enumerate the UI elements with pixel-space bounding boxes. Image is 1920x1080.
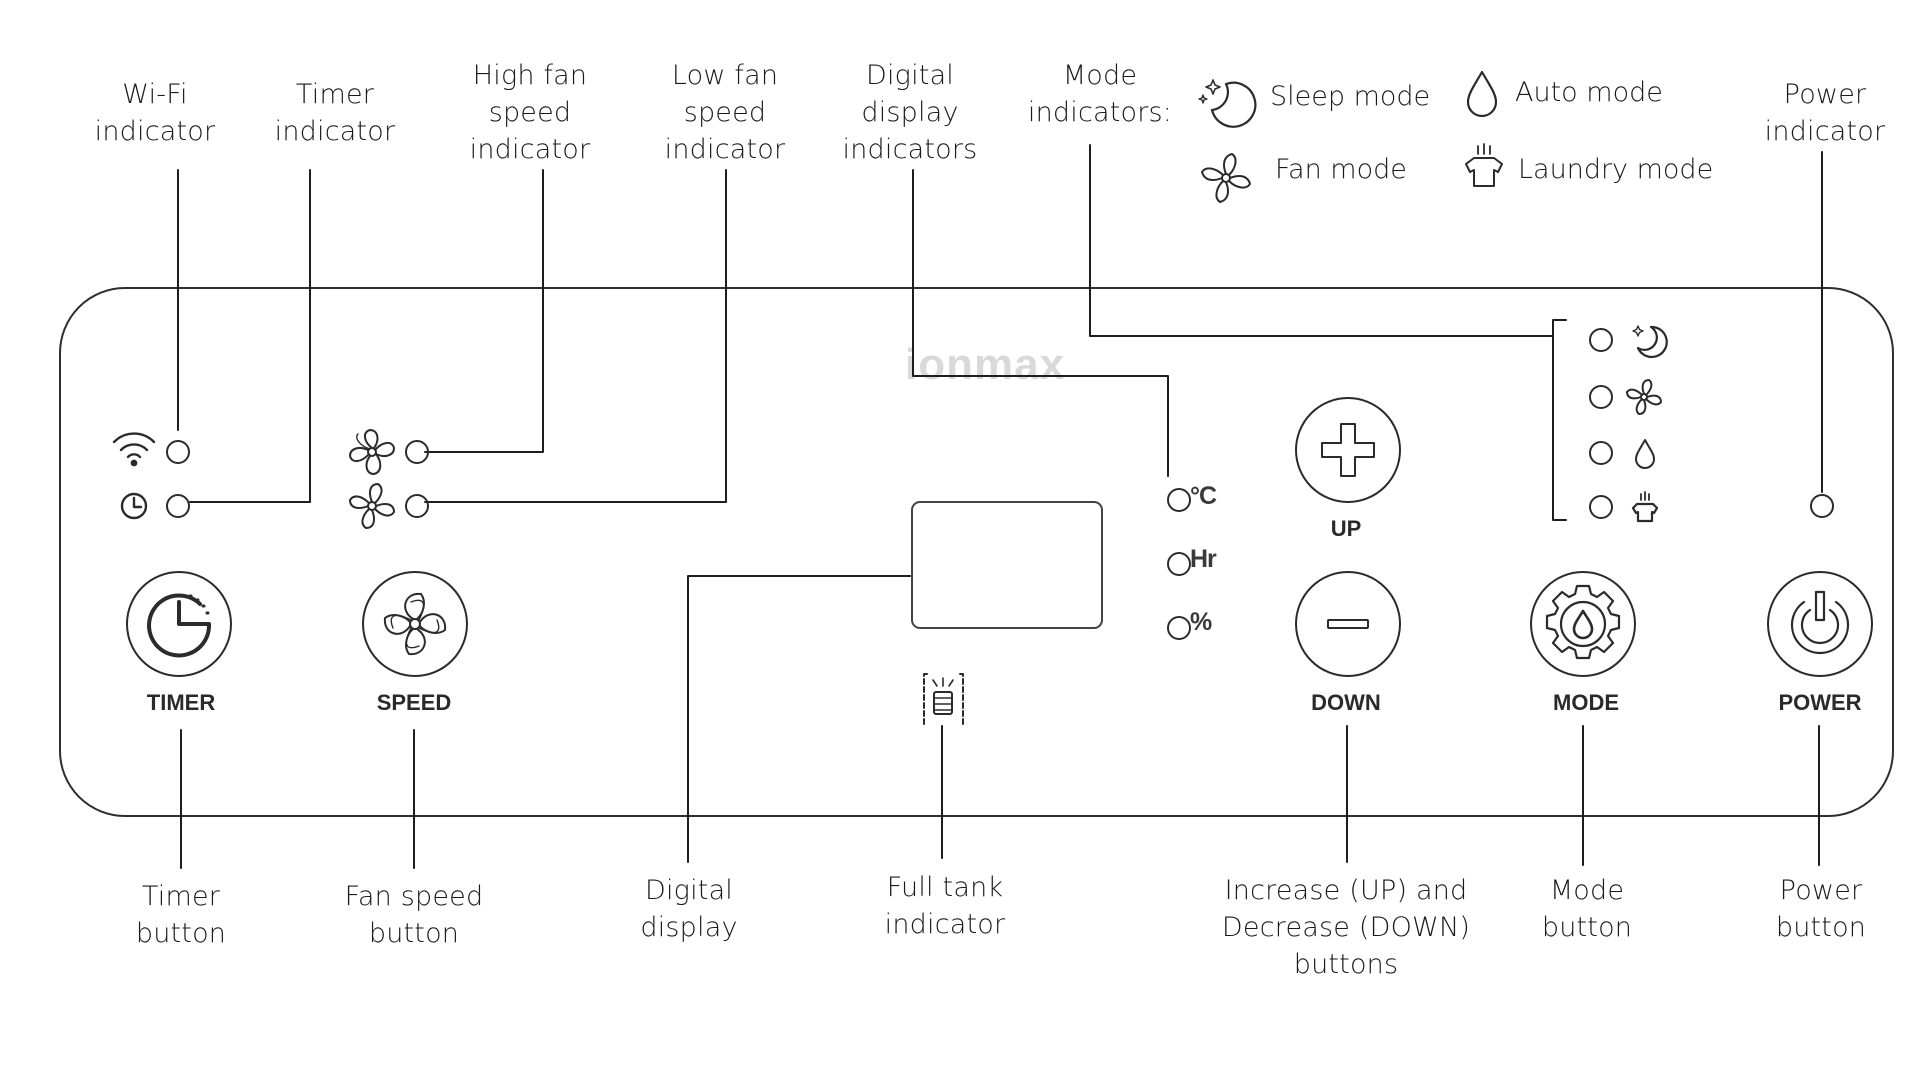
timer-indicator-label: Timer indicator <box>274 79 396 147</box>
clock-icon <box>120 492 148 520</box>
fan-speed-button-label: Fan speed button <box>344 881 484 949</box>
digital-display-label: Digital display <box>640 875 738 943</box>
low-fan-indicator-label: Low fan speed indicator <box>664 60 786 165</box>
mode-indicators-label: Mode indicators: <box>1027 60 1173 128</box>
down-button-caption: DOWN <box>1311 690 1381 715</box>
auto-mode-small-icon <box>1635 439 1655 469</box>
fan-mode-led <box>1589 385 1613 409</box>
legend-auto-mode: Auto mode <box>1515 77 1663 108</box>
high-fan-icon <box>349 429 395 475</box>
wifi-indicator-led <box>166 440 190 464</box>
digital-display-screen <box>911 501 1103 629</box>
timer-button[interactable] <box>126 571 232 677</box>
power-button-caption: POWER <box>1778 690 1862 715</box>
up-down-buttons-label: Increase (UP) and Decrease (DOWN) button… <box>1221 875 1471 980</box>
mode-button-label: Mode button <box>1541 875 1633 943</box>
plus-icon <box>1321 423 1375 477</box>
celsius-indicator-led <box>1167 488 1191 512</box>
minus-icon <box>1327 619 1369 629</box>
wifi-icon <box>112 432 156 467</box>
timer-button-label: Timer button <box>135 881 227 949</box>
gear-icon <box>1545 584 1621 660</box>
full-tank-indicator-label: Full tank indicator <box>884 872 1006 940</box>
timer-button-caption: TIMER <box>146 690 216 715</box>
hours-unit: Hr <box>1190 545 1217 573</box>
timer-indicator-led <box>166 494 190 518</box>
mode-button[interactable] <box>1530 571 1636 677</box>
power-button-label: Power button <box>1775 875 1867 943</box>
mode-button-caption: MODE <box>1553 690 1619 715</box>
power-indicator-label: Power indicator <box>1764 79 1886 147</box>
legend-laundry-mode: Laundry mode <box>1518 154 1714 185</box>
auto-mode-led <box>1589 441 1613 465</box>
percent-indicator-led <box>1167 616 1191 640</box>
high-fan-indicator-led <box>405 440 429 464</box>
up-button[interactable] <box>1295 397 1401 503</box>
low-fan-icon <box>349 483 395 529</box>
celsius-unit: °C <box>1190 482 1217 510</box>
laundry-mode-led <box>1589 495 1613 519</box>
device-panel <box>59 287 1894 817</box>
sleep-mode-icon <box>1198 79 1257 128</box>
percent-unit: % <box>1190 608 1212 636</box>
power-indicator-led <box>1810 494 1834 518</box>
legend-fan-mode: Fan mode <box>1275 154 1407 185</box>
legend-sleep-mode: Sleep mode <box>1270 81 1431 112</box>
speed-button[interactable] <box>362 571 468 677</box>
hours-indicator-led <box>1167 552 1191 576</box>
power-icon <box>1790 590 1850 654</box>
sleep-mode-led <box>1589 328 1613 352</box>
digital-display-indicators-label: Digital display indicators <box>842 60 978 165</box>
speed-button-fan-icon <box>383 592 447 656</box>
leader-lines <box>177 144 1823 869</box>
down-button[interactable] <box>1295 571 1401 677</box>
sleep-mode-small-icon <box>1632 325 1668 359</box>
timer-button-icon <box>147 593 212 658</box>
fan-mode-small-icon <box>1626 379 1662 415</box>
auto-mode-icon <box>1466 70 1498 118</box>
laundry-mode-icon <box>1465 143 1503 187</box>
wifi-indicator-label: Wi-Fi indicator <box>94 79 216 147</box>
high-fan-indicator-label: High fan speed indicator <box>469 60 591 165</box>
power-button[interactable] <box>1767 571 1873 677</box>
fan-mode-icon <box>1201 153 1251 203</box>
full-tank-icon <box>923 673 964 725</box>
brand-logo: ionmax <box>905 340 1066 389</box>
up-button-caption: UP <box>1330 516 1362 541</box>
low-fan-indicator-led <box>405 494 429 518</box>
speed-button-caption: SPEED <box>376 690 452 715</box>
laundry-mode-small-icon <box>1631 491 1659 523</box>
